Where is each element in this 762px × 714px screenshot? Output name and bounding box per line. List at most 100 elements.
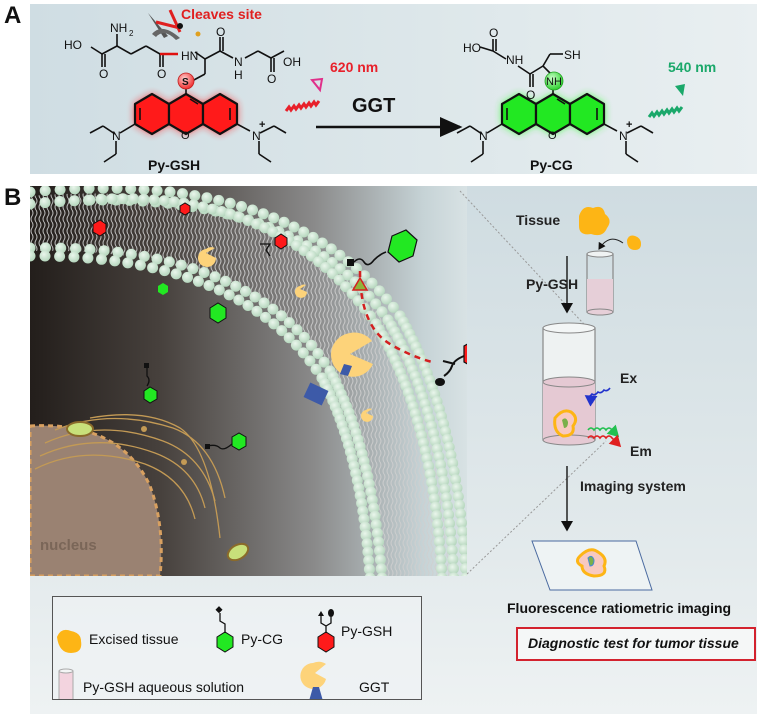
sulfur-atom-highlight: [177, 72, 195, 90]
tissue-icon: [579, 206, 610, 236]
membrane-bead: [298, 331, 310, 343]
membrane-bead: [159, 265, 171, 277]
atom-n-right: N: [619, 129, 628, 143]
membrane-bead: [283, 332, 295, 344]
cell-svg: nucleus: [30, 186, 467, 576]
membrane-bead: [54, 250, 66, 262]
membrane-bead: [111, 186, 123, 194]
membrane-bead: [138, 250, 150, 262]
membrane-bead: [363, 555, 375, 566]
membrane-bead: [373, 285, 385, 297]
membrane-bead: [84, 244, 96, 255]
membrane-bead: [164, 186, 176, 198]
legend-label-excised-tissue: Excised tissue: [89, 631, 179, 647]
membrane-bead: [82, 252, 94, 264]
membrane-bead: [206, 203, 218, 215]
tissue-icon-small: [627, 235, 641, 250]
membrane-bead: [188, 199, 200, 211]
membrane-bead: [189, 190, 201, 202]
diagnostic-label: Diagnostic test for tumor tissue: [528, 635, 739, 651]
membrane-bead: [125, 186, 137, 195]
membrane-bead: [158, 195, 170, 207]
membrane-bead: [209, 271, 221, 283]
diagnostic-box: Diagnostic test for tumor tissue: [516, 627, 756, 661]
atom-nh2-subscript: 2: [129, 29, 134, 38]
legend-label-py-gsh: Py-GSH: [341, 623, 393, 639]
atom-plus: +: [259, 119, 265, 131]
membrane-bead: [96, 253, 107, 265]
membrane-bead: [106, 193, 118, 205]
legend-label-aqueous-solution: Py-GSH aqueous solution: [83, 679, 245, 695]
membrane-bead: [30, 250, 36, 262]
membrane-bead: [358, 270, 370, 282]
atom-n-left: N: [479, 129, 488, 143]
membrane-bead: [283, 317, 295, 329]
membrane-bead: [310, 363, 322, 375]
membrane-bead: [445, 526, 457, 538]
membrane-bead: [457, 535, 467, 547]
py-cg-structure: HO O NH SH O NH O N N + 540 nm Py-CG: [456, 26, 716, 173]
membrane-bead: [363, 563, 375, 575]
legend: Excised tissue Py-CG Py-GSH Py-GSH aqueo…: [52, 596, 422, 700]
membrane-bead: [448, 572, 460, 576]
membrane-bead: [361, 538, 373, 550]
membrane-bead: [147, 262, 159, 274]
membrane-bead: [151, 186, 163, 197]
membrane-bead: [358, 513, 370, 525]
panel-b-workflow: nucleus: [30, 186, 757, 714]
emission-green-wave-icon: [587, 424, 620, 438]
emission-red-wave-icon: [587, 434, 622, 448]
membrane-bead: [122, 257, 134, 269]
membrane-bead: [366, 277, 378, 289]
result-label: Fluorescence ratiometric imaging: [507, 600, 732, 616]
atom-n: N: [234, 55, 243, 69]
py-gsh-icon: [317, 609, 335, 653]
membrane-bead: [433, 527, 445, 539]
atom-oh: OH: [283, 55, 301, 69]
product-name: Py-CG: [530, 157, 573, 173]
atom-o1: O: [99, 67, 108, 81]
membrane-bead: [450, 474, 462, 486]
membrane-bead: [40, 242, 51, 254]
membrane-bead: [138, 193, 150, 205]
membrane-bead: [278, 216, 290, 228]
membrane-bead: [435, 554, 447, 566]
membrane-bead: [225, 208, 236, 220]
membrane-bead: [342, 269, 354, 281]
membrane-bead: [257, 208, 269, 220]
membrane-bead: [446, 544, 458, 556]
membrane-bead: [251, 218, 262, 230]
membrane-bead: [458, 544, 467, 556]
membrane-bead: [359, 521, 371, 533]
excised-tissue-icon: [57, 629, 82, 653]
membrane-bead: [84, 194, 96, 206]
atom-n-left: N: [112, 129, 121, 143]
cell-membrane-illustration: nucleus: [30, 186, 467, 576]
membrane-bead: [30, 186, 36, 198]
xanthene-core-green: [500, 92, 606, 136]
xanthene-core-red: [133, 92, 239, 136]
membrane-bead: [117, 193, 129, 205]
scissors-icon: [148, 9, 201, 40]
ggt-enzyme-small: [361, 408, 373, 422]
mitochondrion: [66, 421, 94, 437]
membrane-bead: [427, 484, 439, 496]
emission-label: Em: [630, 443, 652, 459]
membrane-bead: [98, 245, 110, 257]
membrane-bead: [109, 255, 121, 267]
membrane-bead: [125, 248, 137, 260]
membrane-bead: [201, 192, 213, 204]
membrane-bead: [275, 310, 287, 322]
membrane-bead: [288, 221, 300, 233]
membrane-bead: [370, 519, 382, 531]
cleave-site-label: Cleaves site: [181, 6, 262, 22]
membrane-bead: [374, 554, 386, 566]
py-cg-icon: [215, 606, 234, 653]
membrane-bead: [430, 501, 441, 513]
membrane-bead: [249, 291, 261, 303]
membrane-bead: [177, 188, 188, 200]
membrane-bead: [439, 483, 451, 495]
atom-o2: O: [157, 67, 166, 81]
membrane-bead: [39, 250, 51, 262]
membrane-bead: [460, 572, 467, 576]
